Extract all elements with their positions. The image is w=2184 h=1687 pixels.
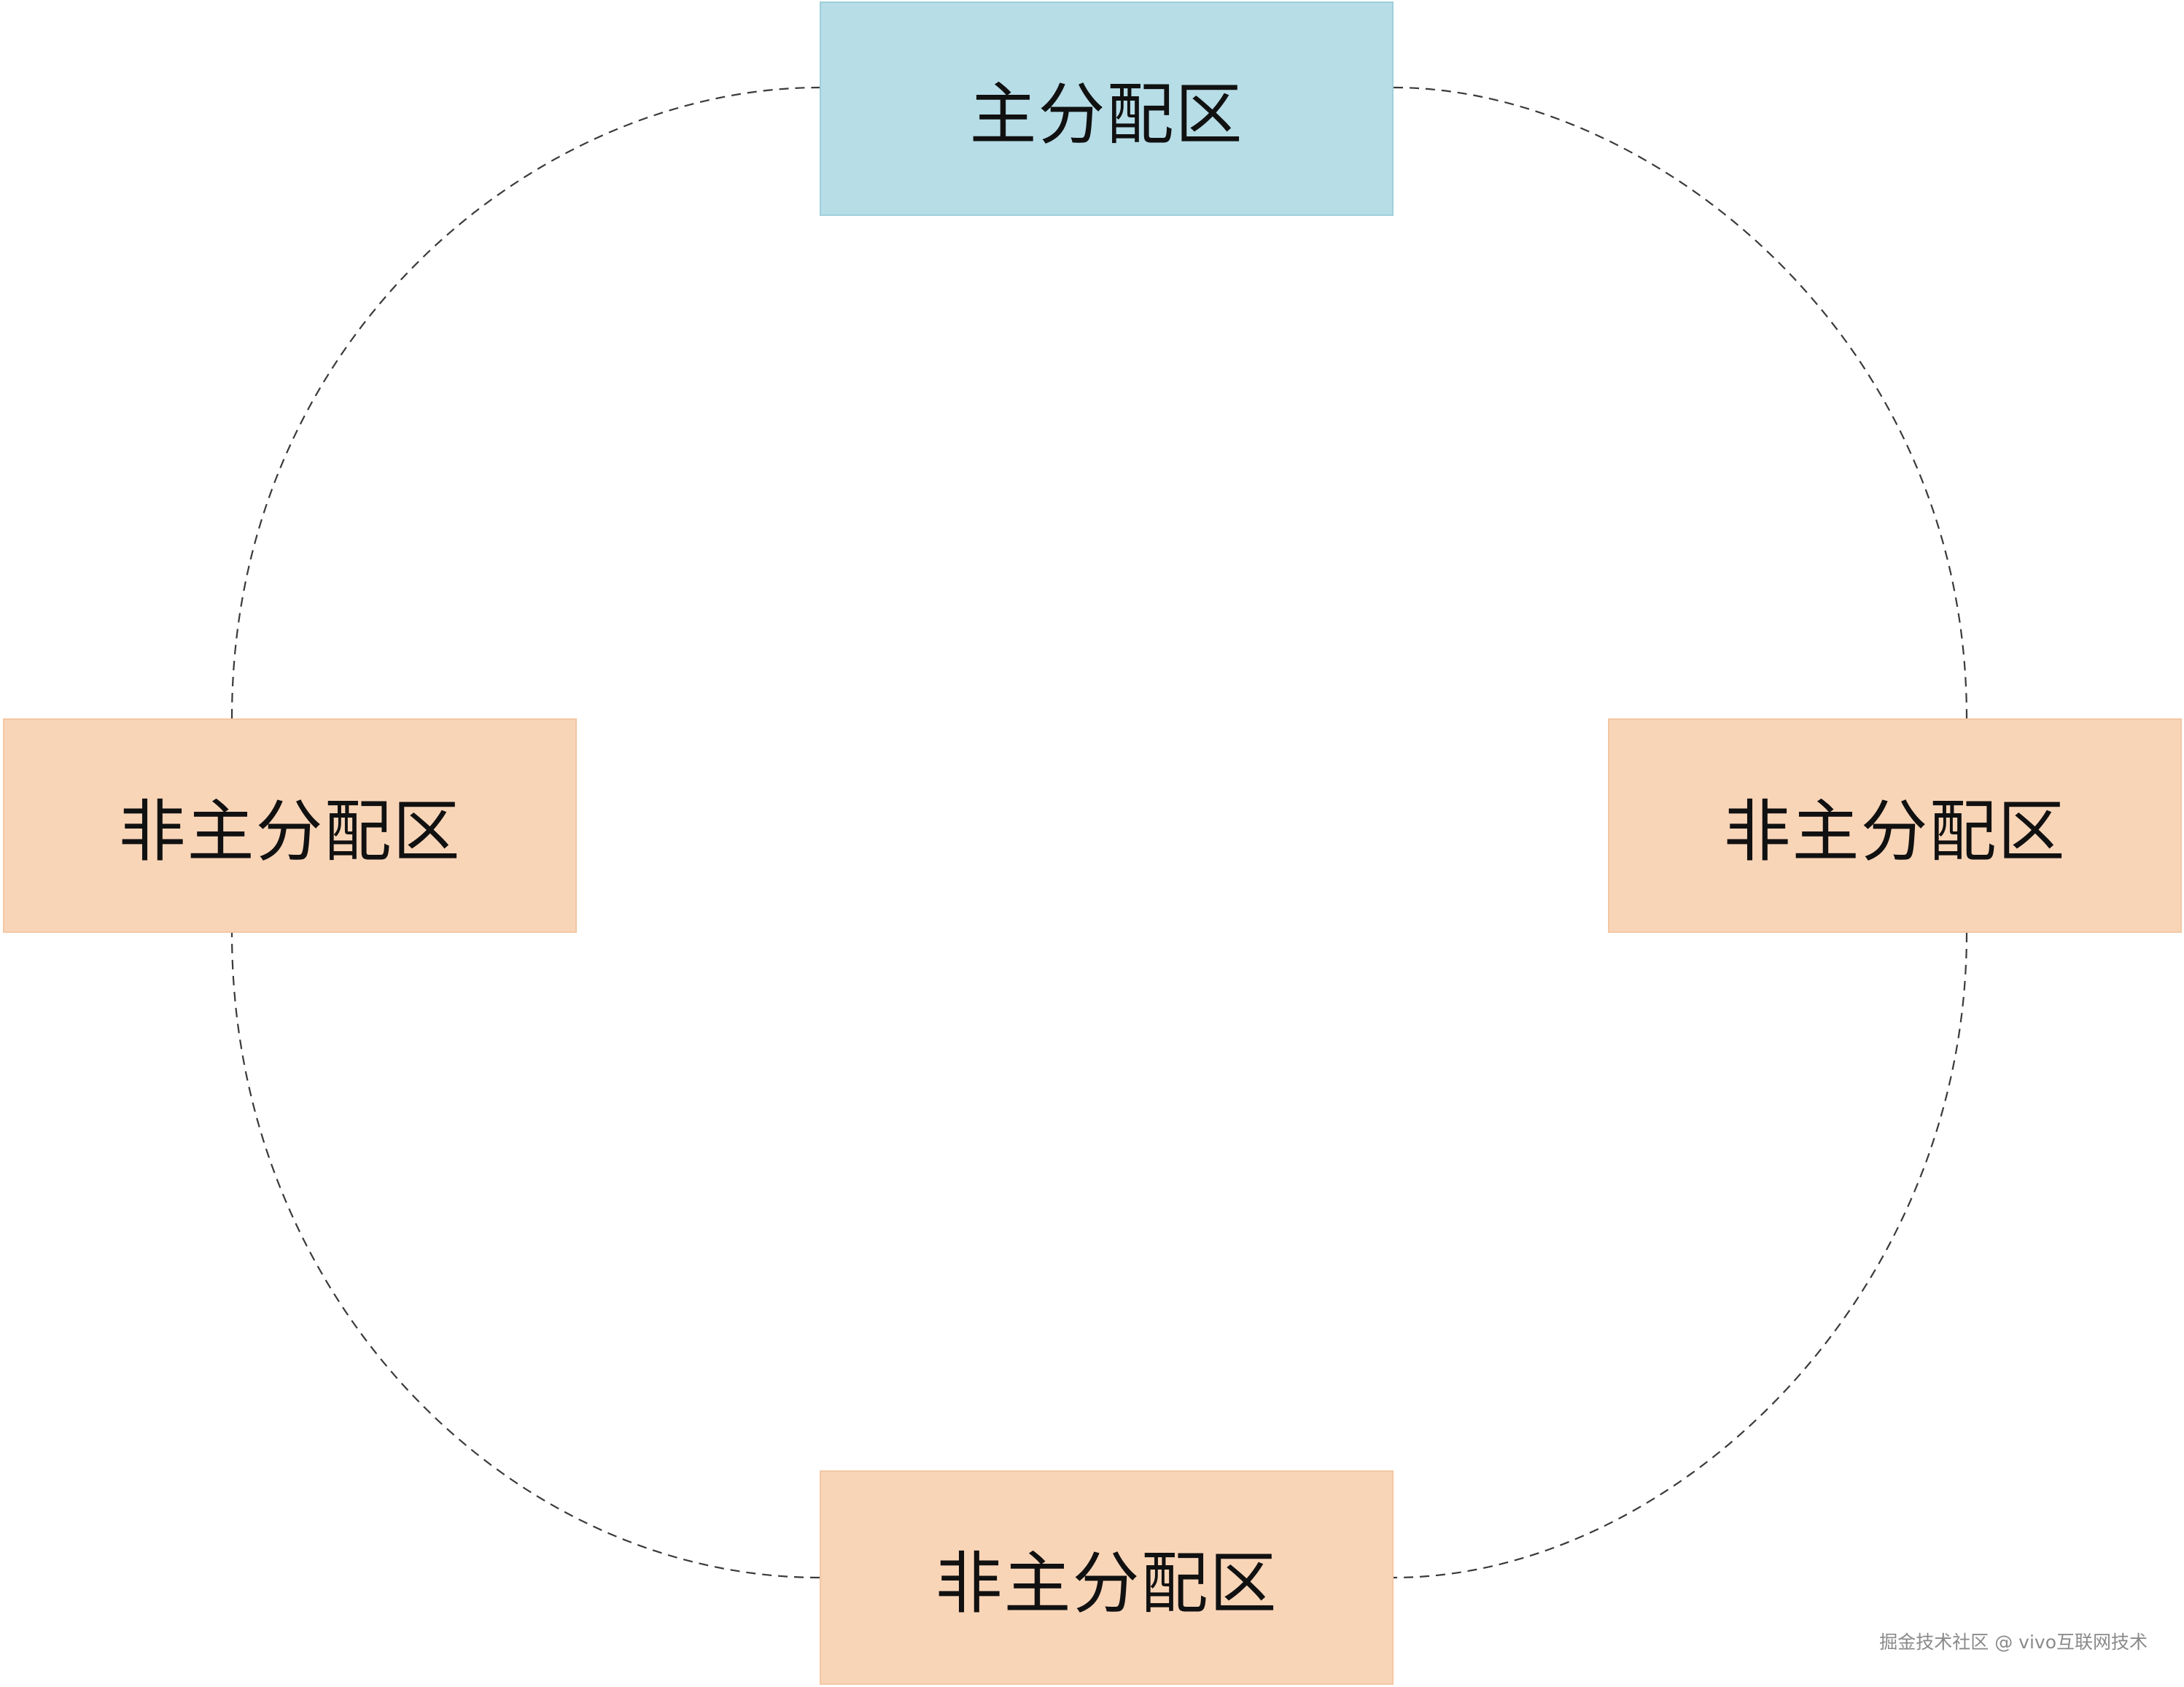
non-primary-allocation-zone-right: 非主分配区 xyxy=(1608,718,2182,933)
ring-arc-bottom-left xyxy=(230,932,820,1579)
non-primary-allocation-zone-bottom: 非主分配区 xyxy=(820,1470,1394,1685)
non-primary-allocation-zone-left: 非主分配区 xyxy=(3,718,577,933)
watermark: 掘金技术社区 @ vivo互联网技术 xyxy=(1879,1632,2148,1653)
primary-allocation-zone: 主分配区 xyxy=(820,1,1394,216)
ring-arc-right-bottom xyxy=(1393,932,1968,1579)
ring-arc-top-right xyxy=(1393,86,1968,719)
ring-arc-left-top xyxy=(230,86,820,719)
